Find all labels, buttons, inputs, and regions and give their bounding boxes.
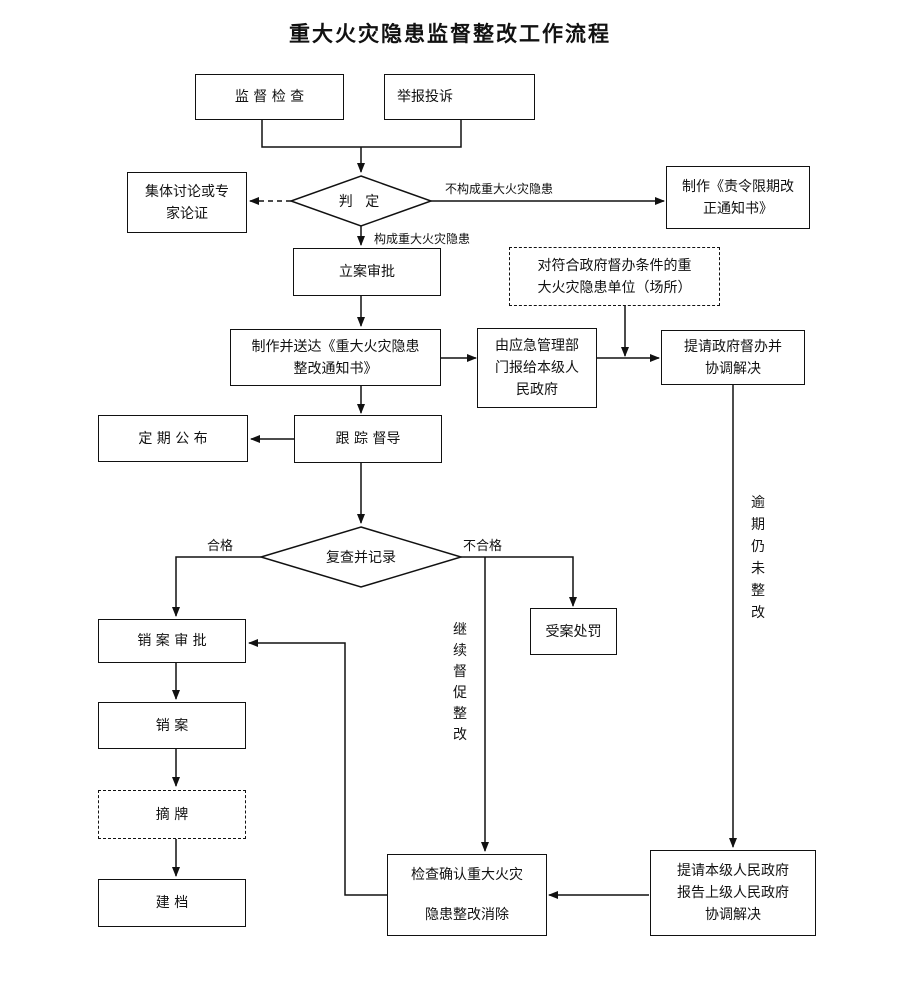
emergency-dept-report-box: 由应急管理部 门报给本级人 民政府 bbox=[477, 328, 597, 408]
rectification-notice-box: 制作《责令限期改 正通知书》 bbox=[666, 166, 810, 229]
make-send-notice-box: 制作并送达《重大火灾隐患 整改通知书》 bbox=[230, 329, 441, 386]
edge-review-unqualified bbox=[461, 556, 577, 607]
collective-discussion-box: 集体讨论或专 家论证 bbox=[127, 172, 247, 233]
label-overdue: 逾期仍未整改 bbox=[751, 495, 765, 621]
review-record-label: 复查并记录 bbox=[326, 550, 396, 566]
label-continue-supervise: 继续督促整改 bbox=[453, 622, 467, 743]
case-approval-box: 立案审批 bbox=[293, 248, 441, 296]
edge-review-qualified bbox=[172, 556, 261, 617]
archive-box: 建 档 bbox=[98, 879, 246, 927]
periodic-publish-box: 定 期 公 布 bbox=[98, 415, 248, 462]
close-case-box: 销 案 bbox=[98, 702, 246, 749]
review-diamond bbox=[258, 526, 464, 588]
judgment-label: 判 定 bbox=[338, 194, 384, 210]
request-higher-gov-box: 提请本级人民政府 报告上级人民政府 协调解决 bbox=[650, 850, 816, 936]
case-handling-box: 受案处罚 bbox=[530, 608, 617, 655]
remove-plaque-box: 摘 牌 bbox=[98, 790, 246, 839]
label-qualified: 合格 bbox=[207, 539, 234, 554]
confirm-eliminated-box: 检查确认重大火灾 隐患整改消除 bbox=[387, 854, 547, 936]
label-is-major: 构成重大火灾隐患 bbox=[374, 232, 471, 246]
label-unqualified: 不合格 bbox=[463, 539, 503, 554]
edge-confirm-to-approval bbox=[248, 639, 387, 896]
label-not-major: 不构成重大火灾隐患 bbox=[445, 182, 554, 196]
close-case-approval-box: 销 案 审 批 bbox=[98, 619, 246, 663]
supervision-check-box: 监 督 检 查 bbox=[195, 74, 344, 120]
request-gov-supervision-box: 提请政府督办并 协调解决 bbox=[661, 330, 805, 385]
tracking-supervision-box: 跟 踪 督导 bbox=[294, 415, 442, 463]
gov-supervision-units-box: 对符合政府督办条件的重 大火灾隐患单位（场所） bbox=[509, 247, 720, 306]
page-title: 重大火灾隐患监督整改工作流程 bbox=[289, 21, 611, 46]
edge-supervision-merge bbox=[261, 119, 462, 148]
report-complaint-box: 举报投诉 bbox=[384, 74, 535, 120]
